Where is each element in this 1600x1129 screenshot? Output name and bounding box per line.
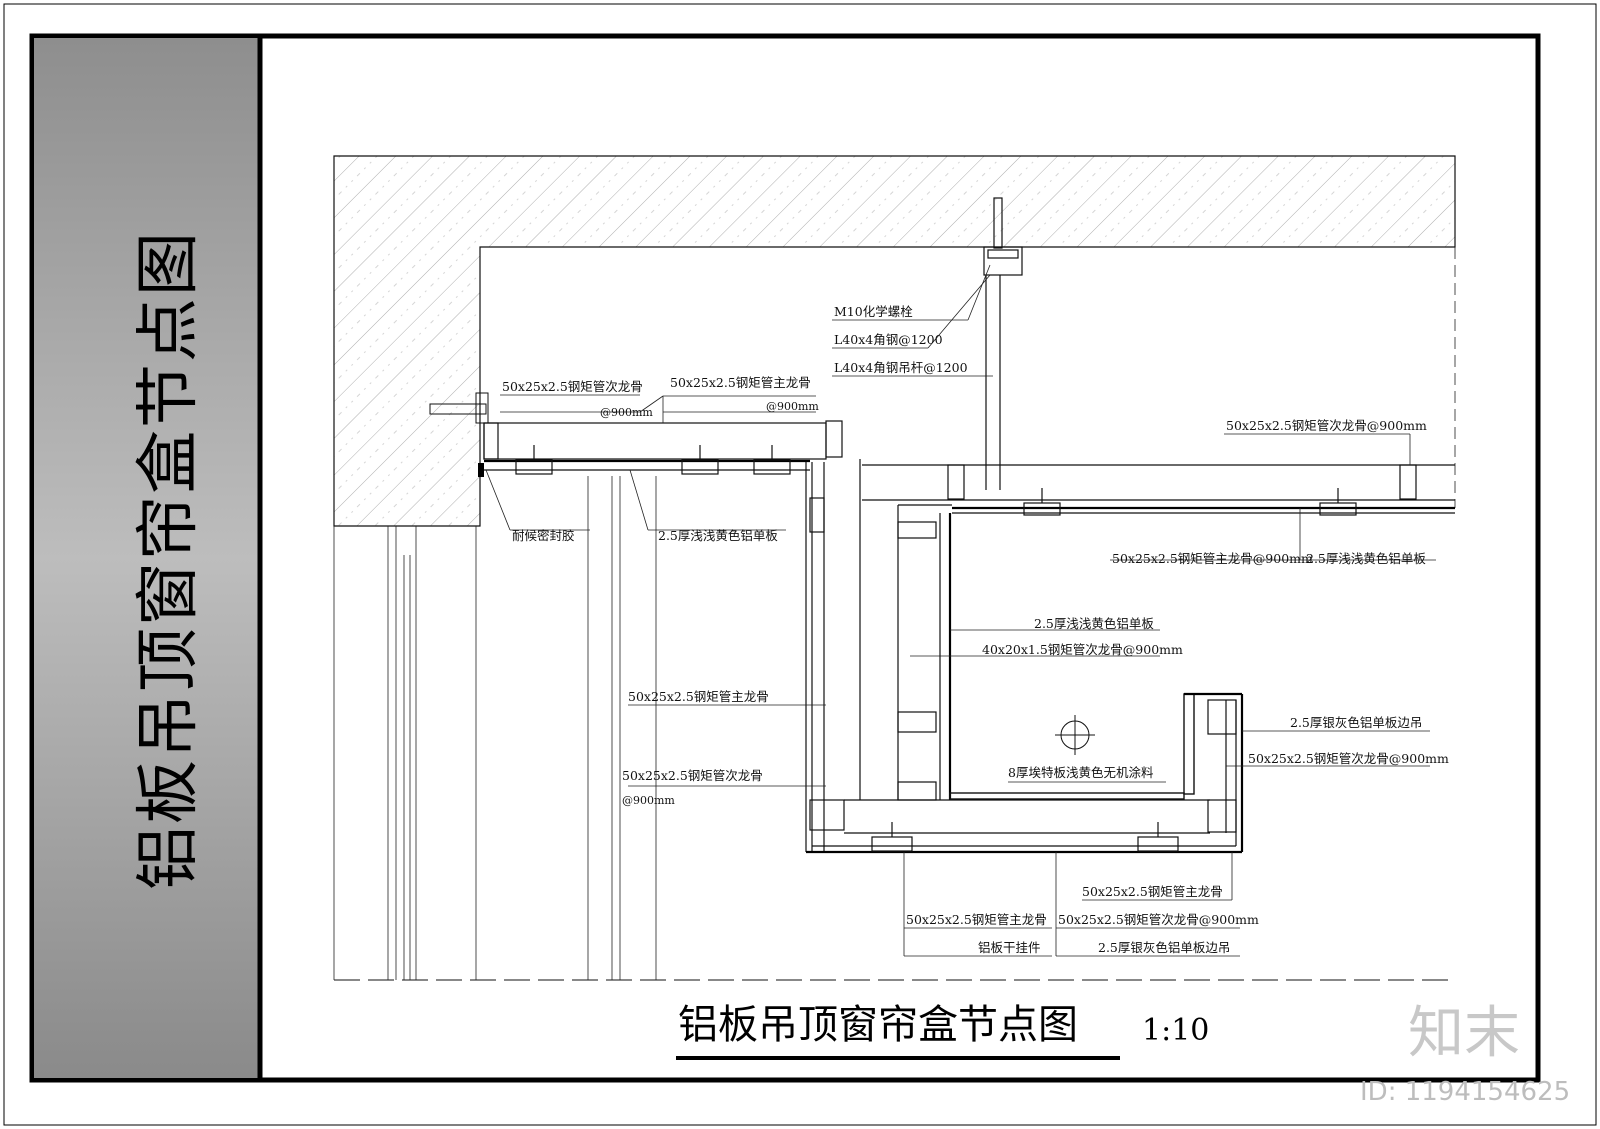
curtain-box-drop: [805, 459, 861, 852]
leader-lines: [485, 264, 1436, 957]
curtain-box-bottom: [806, 792, 1242, 854]
label-main-keel-top: 50x25x2.5钢矩管主龙骨: [670, 375, 811, 390]
label-panel-left: 2.5厚浅浅黄色铝单板: [658, 528, 778, 543]
side-title-band: [34, 38, 260, 1078]
annotation-labels: M10化学螺栓 L40x4角钢@1200 L40x4角钢吊杆@1200 50x2…: [502, 304, 1449, 955]
label-board-8mm: 8厚埃特板浅黄色无机涂料: [1008, 765, 1154, 780]
label-edge-panel-silver: 2.5厚银灰色铝单板边吊: [1290, 715, 1422, 730]
curtain-box-inner: [897, 504, 952, 801]
outer-border: [3, 3, 1597, 1126]
label-sealant: 耐候密封胶: [512, 528, 575, 543]
upper-left-ceiling: [483, 420, 843, 475]
label-panel-inner: 2.5厚浅浅黄色铝单板: [1034, 616, 1154, 631]
watermark-logo: 知末: [1408, 1001, 1520, 1066]
label-sec-keel-edge: 50x25x2.5钢矩管次龙骨@900mm: [1248, 751, 1449, 766]
label-hanger-rod: L40x4角钢吊杆@1200: [834, 360, 968, 375]
label-main-keel-bottom-left: 50x25x2.5钢矩管主龙骨: [906, 912, 1047, 927]
label-dry-hanger: 铝板干挂件: [978, 940, 1041, 955]
label-sec-keel-left-spacing: @900mm: [600, 406, 653, 419]
main-ceiling-right: [862, 464, 1455, 516]
label-panel-right: 2.5厚浅浅黄色铝单板: [1306, 551, 1426, 566]
label-sec-keel-right-top: 50x25x2.5钢矩管次龙骨@900mm: [1226, 418, 1427, 433]
label-angle-steel: L40x4角钢@1200: [834, 332, 943, 347]
watermark-id: ID: 1194154625: [1360, 1077, 1570, 1107]
wall-anchor: [429, 392, 489, 477]
window-frame: [387, 476, 657, 980]
frame-border: [29, 33, 1541, 1083]
label-sec-keel-inner: 40x20x1.5钢矩管次龙骨@900mm: [982, 642, 1183, 657]
label-main-keel-right: 50x25x2.5钢矩管主龙骨@900mm: [1112, 551, 1313, 566]
label-main-keel-bottom-right: 50x25x2.5钢矩管主龙骨: [1082, 884, 1223, 899]
side-title: 铝板吊顶窗帘盒节点图: [132, 230, 206, 890]
curtain-box-lip: [1183, 692, 1244, 852]
centre-mark: [1055, 715, 1095, 755]
label-main-keel-vertical: 50x25x2.5钢矩管主龙骨: [628, 689, 769, 704]
main-title: 铝板吊顶窗帘盒节点图: [678, 1002, 1078, 1048]
label-main-keel-top-spacing: @900mm: [766, 400, 819, 413]
label-sec-keel-bottom: 50x25x2.5钢矩管次龙骨@900mm: [1058, 912, 1259, 927]
drawing-scale: 1:10: [1142, 1013, 1209, 1048]
label-sec-keel-left: 50x25x2.5钢矩管次龙骨: [502, 379, 643, 394]
label-sec-keel-vertical: 50x25x2.5钢矩管次龙骨: [622, 768, 763, 783]
hanger-rod: [983, 197, 1023, 490]
label-edge-panel-bottom: 2.5厚银灰色铝单板边吊: [1098, 940, 1230, 955]
label-sec-keel-vertical-spacing: @900mm: [622, 794, 675, 807]
label-anchor-bolt: M10化学螺栓: [834, 304, 913, 319]
